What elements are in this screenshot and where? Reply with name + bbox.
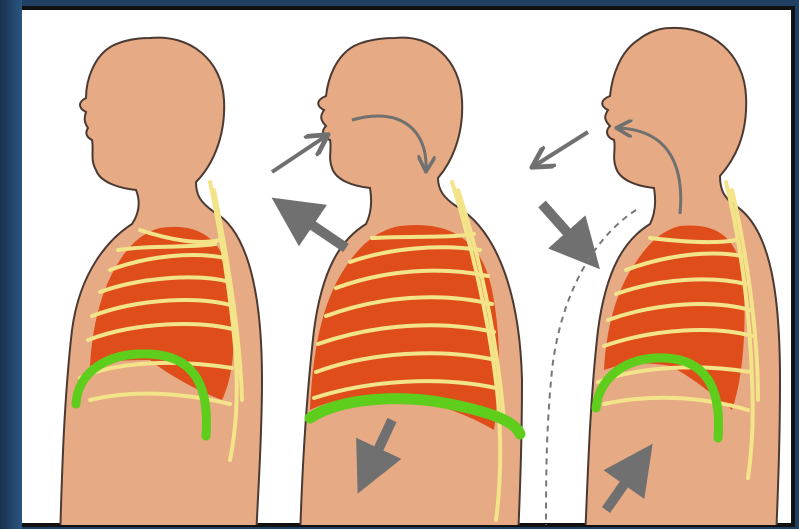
- left-background-strip: [0, 0, 22, 529]
